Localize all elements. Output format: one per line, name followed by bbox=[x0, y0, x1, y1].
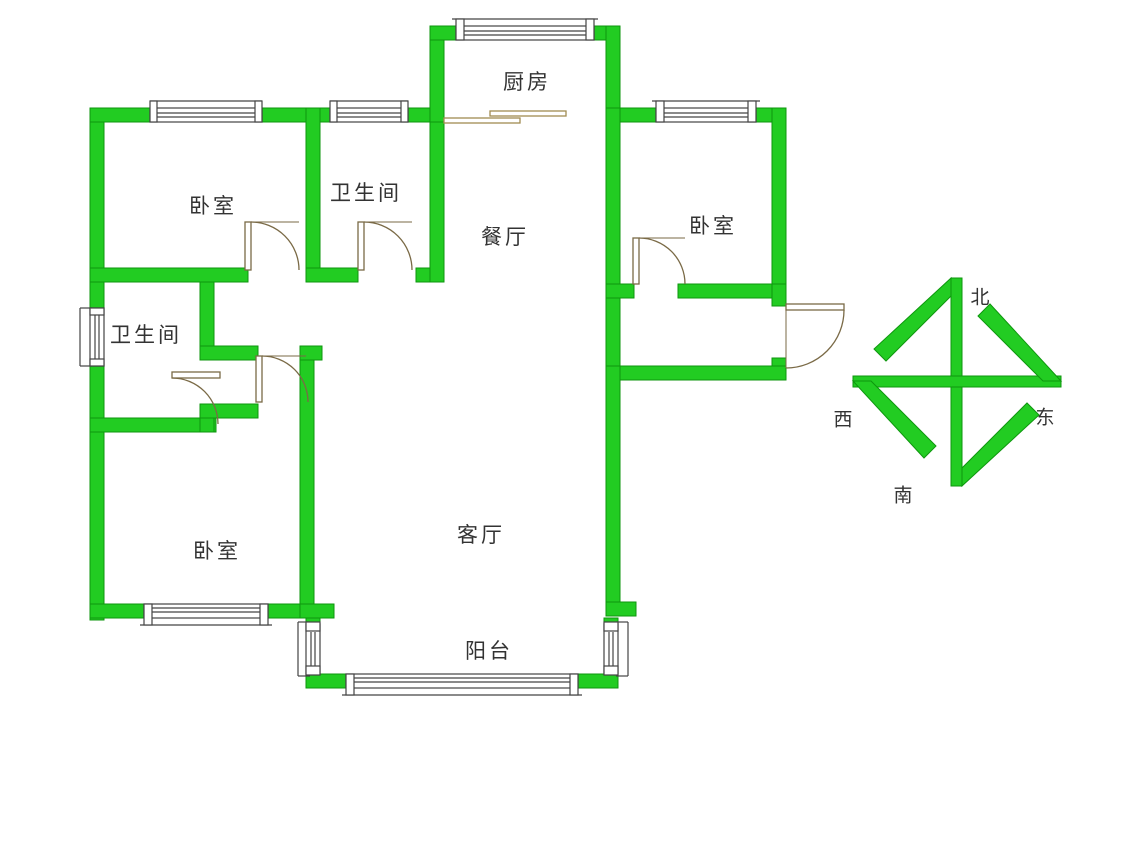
window-north-bath bbox=[329, 107, 409, 123]
door-leaf-north-bath bbox=[357, 221, 365, 271]
window-west-bath bbox=[89, 307, 105, 367]
window-sw-bedroom-south bbox=[143, 603, 269, 619]
compass-label-south: 南 bbox=[893, 484, 913, 507]
window-jamb-nw-l bbox=[149, 100, 158, 123]
wall-east-bedroom-east bbox=[771, 107, 787, 295]
wall-east-bedroom-bottom-left bbox=[605, 283, 635, 299]
door-arc-entry bbox=[785, 309, 845, 369]
room-label-living-room: 客厅 bbox=[457, 523, 505, 547]
window-jamb-nb-r bbox=[400, 100, 409, 123]
window-jamb-eb-l bbox=[655, 100, 665, 123]
wall-balcony-west-top bbox=[299, 603, 335, 619]
windows-group bbox=[79, 18, 760, 696]
compass-barb-west bbox=[851, 380, 937, 459]
compass-label-west: 西 bbox=[833, 408, 853, 431]
door-leaf-corridor bbox=[255, 355, 263, 403]
window-jamb-wb-t bbox=[89, 307, 105, 316]
room-label-bedroom-northwest: 卧室 bbox=[189, 194, 237, 218]
room-label-dining-room: 餐厅 bbox=[481, 225, 529, 249]
wall-kitchen-top-left bbox=[429, 25, 457, 41]
door-leaf-east-bedroom bbox=[632, 237, 640, 285]
wall-balcony-bottom-right bbox=[577, 673, 619, 689]
wall-sw-bedroom-bottom-left bbox=[89, 603, 145, 619]
window-jamb-nb-l bbox=[329, 100, 338, 123]
window-jamb-k-r bbox=[585, 18, 595, 41]
compass-rose-graphic bbox=[851, 276, 1063, 488]
window-jamb-eb-r bbox=[747, 100, 757, 123]
compass-barb-south bbox=[961, 402, 1040, 488]
wall-east-bedroom-top-left bbox=[619, 107, 657, 123]
window-jamb-wb-b bbox=[89, 358, 105, 367]
wall-north-bath-top-left bbox=[319, 107, 331, 123]
window-jamb-bs-r bbox=[569, 673, 579, 696]
wall-entry-east bbox=[771, 283, 787, 307]
compass-label-north: 北 bbox=[970, 286, 990, 309]
wall-west-bath-door-post bbox=[199, 403, 259, 419]
window-nw-bedroom-north bbox=[149, 107, 263, 123]
room-label-bedroom-east: 卧室 bbox=[689, 214, 737, 238]
door-leaf-nw-bedroom bbox=[244, 221, 252, 271]
wall-corridor-top bbox=[299, 345, 323, 361]
window-east-bedroom-north bbox=[655, 107, 757, 123]
door-leaf-west-bath bbox=[171, 371, 221, 379]
wall-entry-bottom bbox=[619, 365, 787, 381]
room-label-bedroom-southwest: 卧室 bbox=[193, 539, 241, 563]
window-jamb-sw-l bbox=[143, 603, 153, 626]
wall-west-bath-bottom-left bbox=[89, 417, 217, 433]
wall-living-east-foot bbox=[605, 601, 637, 617]
window-jamb-k-l bbox=[455, 18, 465, 41]
compass-shaft-horizontal bbox=[852, 375, 1062, 388]
doors-group bbox=[171, 110, 845, 425]
door-arc-nw-bedroom bbox=[250, 221, 300, 271]
wall-nw-bedroom-top-left bbox=[89, 107, 151, 123]
room-label-bathroom-north: 卫生间 bbox=[330, 181, 402, 205]
compass-barb-east bbox=[977, 303, 1063, 382]
wall-dining-west bbox=[429, 121, 445, 283]
wall-balcony-bottom-left bbox=[305, 673, 347, 689]
wall-nw-bedroom-bottom bbox=[89, 267, 249, 283]
window-jamb-bw-t bbox=[305, 621, 321, 632]
window-jamb-nw-r bbox=[254, 100, 263, 123]
wall-north-bath-bottom bbox=[305, 267, 359, 283]
window-jamb-be-t bbox=[603, 621, 619, 632]
door-leaf-entry bbox=[785, 303, 845, 311]
compass-barb-north bbox=[873, 276, 952, 362]
door-arc-west-bath bbox=[171, 377, 219, 425]
compass-label-east: 东 bbox=[1035, 406, 1055, 429]
door-slider-kitchen-front bbox=[443, 117, 521, 124]
wall-corridor-east bbox=[299, 345, 315, 617]
wall-west-bath-ledge bbox=[199, 345, 259, 361]
door-arc-east-bedroom bbox=[638, 237, 686, 285]
window-jamb-bs-l bbox=[345, 673, 355, 696]
room-label-kitchen: 厨房 bbox=[503, 70, 551, 94]
window-jamb-be-b bbox=[603, 665, 619, 676]
window-jamb-sw-r bbox=[259, 603, 269, 626]
room-label-balcony: 阳台 bbox=[465, 639, 513, 663]
door-slider-kitchen-rear bbox=[489, 110, 567, 117]
door-arc-north-bath bbox=[363, 221, 413, 271]
wall-east-bedroom-west bbox=[605, 107, 621, 285]
wall-nw-bedroom-east bbox=[305, 107, 321, 269]
wall-living-east bbox=[605, 365, 621, 617]
door-arc-corridor bbox=[261, 355, 309, 403]
wall-east-bedroom-bottom-right bbox=[677, 283, 787, 299]
window-jamb-bw-b bbox=[305, 665, 321, 676]
window-balcony-south bbox=[345, 673, 579, 689]
room-label-bathroom-west: 卫生间 bbox=[110, 323, 182, 347]
walls-group bbox=[89, 25, 787, 689]
window-kitchen-north bbox=[455, 25, 595, 41]
